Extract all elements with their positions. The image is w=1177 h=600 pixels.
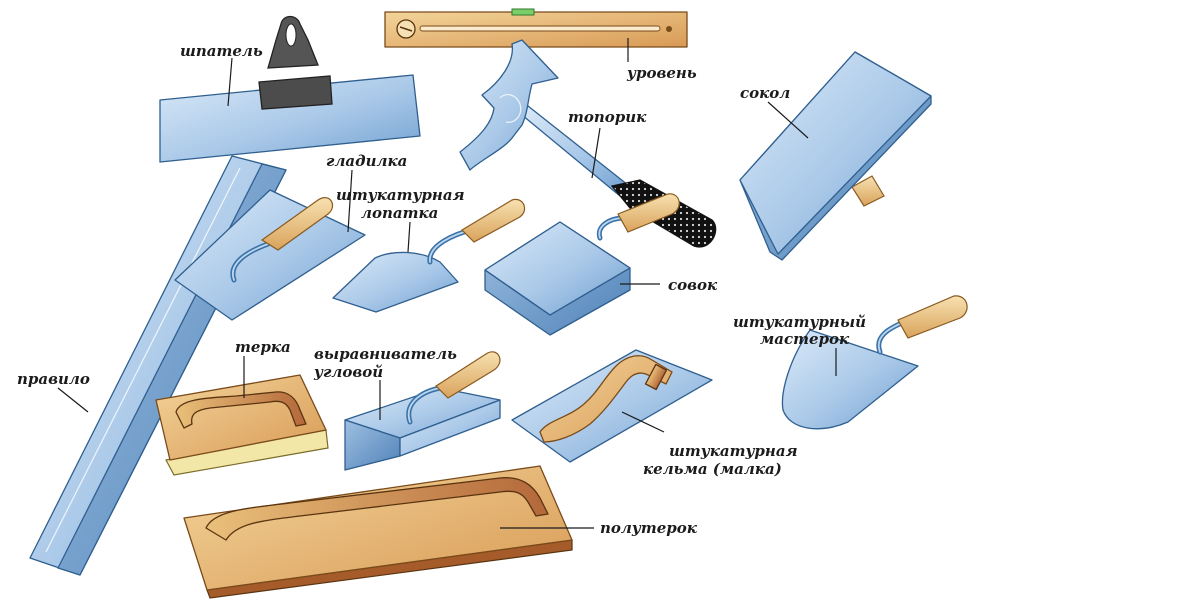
kelma-tool bbox=[511, 349, 713, 463]
lopatka-tool bbox=[332, 198, 526, 313]
leader-kelma bbox=[621, 411, 665, 433]
label-poluterok: полутерок bbox=[600, 519, 698, 537]
gladilka-tool bbox=[174, 189, 366, 321]
leader-pravilo bbox=[57, 387, 89, 413]
label-terka: терка bbox=[235, 338, 291, 356]
label-pravilo: правило bbox=[17, 370, 90, 388]
leader-toporik bbox=[591, 127, 601, 179]
shpatel-tool bbox=[159, 15, 421, 163]
leader-lines bbox=[57, 38, 837, 529]
leader-gladilka bbox=[347, 169, 353, 233]
label-lopatka-2: лопатка bbox=[361, 204, 438, 222]
uroven-tool bbox=[384, 8, 688, 48]
leader-lopatka bbox=[407, 221, 411, 253]
label-vyrav-2: угловой bbox=[313, 363, 383, 381]
label-masterok-2: мастерок bbox=[760, 330, 850, 348]
leader-shpatel bbox=[227, 57, 233, 107]
poluterok-tool bbox=[183, 465, 573, 599]
label-kelma-1: штукатурная bbox=[669, 442, 798, 460]
masterok-tool bbox=[781, 295, 968, 430]
label-toporik: топорик bbox=[568, 108, 647, 126]
label-lopatka-1: штукатурная bbox=[336, 186, 465, 204]
label-kelma-2: кельма (малка) bbox=[643, 460, 782, 478]
label-sokol: сокол bbox=[740, 84, 790, 102]
label-shpatel: шпатель bbox=[180, 42, 263, 60]
vyrav-tool bbox=[344, 351, 501, 471]
label-gladilka: гладилка bbox=[326, 152, 407, 170]
terka-tool bbox=[155, 374, 329, 476]
label-masterok-1: штукатурный bbox=[733, 313, 866, 331]
sokol-tool bbox=[739, 51, 932, 261]
label-vyrav-1: выравниватель bbox=[314, 345, 457, 363]
labels: шпатель уровень топорик сокол гладилка ш… bbox=[17, 42, 866, 537]
leader-sokol bbox=[767, 101, 809, 139]
sovok-tool bbox=[484, 193, 680, 336]
label-uroven: уровень bbox=[626, 64, 697, 82]
label-sovok: совок bbox=[668, 276, 718, 294]
